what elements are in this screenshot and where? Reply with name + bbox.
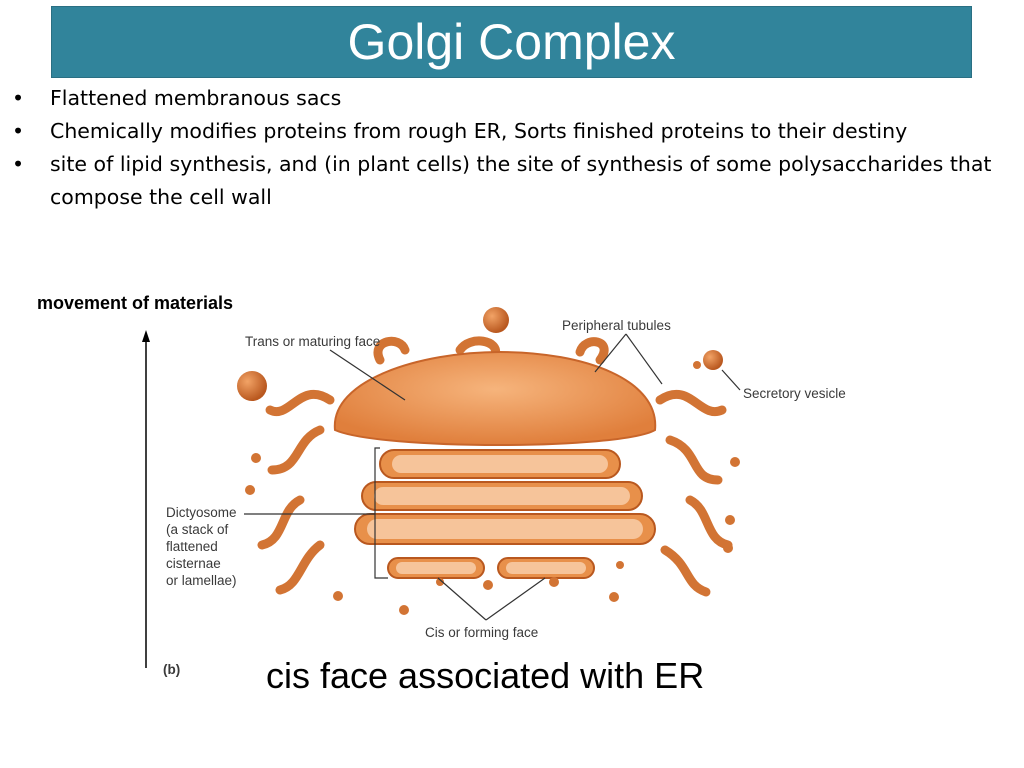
leader-lines — [244, 333, 741, 621]
movement-label: movement of materials — [37, 293, 234, 313]
vesicles — [237, 307, 740, 615]
cis-face-label: Cis or forming face — [425, 625, 538, 640]
dictyosome-label-line: Dictyosome — [166, 505, 237, 520]
dictyosome-label-line: flattened — [166, 539, 218, 554]
bullet-dot-icon: • — [12, 152, 25, 176]
bullet-item: • site of lipid synthesis, and (in plant … — [12, 148, 1017, 214]
slide-title: Golgi Complex — [347, 14, 676, 70]
bullet-text: Flattened membranous sacs — [50, 86, 342, 110]
bullet-list: • Flattened membranous sacs • Chemically m… — [12, 82, 1017, 214]
bullet-text: site of lipid synthesis, and (in plant c… — [50, 152, 992, 209]
peripheral-tubules-label: Peripheral tubules — [562, 318, 671, 333]
bullet-dot-icon: • — [12, 86, 25, 110]
bullet-dot-icon: • — [12, 119, 25, 143]
panel-label: (b) — [163, 662, 180, 677]
caption: cis face associated with ER — [266, 655, 705, 696]
bullet-text: Chemically modifies proteins from rough … — [50, 119, 908, 143]
trans-cisterna — [333, 350, 657, 446]
dictyosome-label-line: cisternae — [166, 556, 221, 571]
cisternae-stack — [354, 449, 656, 579]
trans-face-label: Trans or maturing face — [245, 334, 380, 349]
bullet-item: • Chemically modifies proteins from rough… — [12, 115, 1017, 148]
movement-arrow — [142, 330, 150, 668]
secretory-vesicle-label: Secretory vesicle — [743, 386, 846, 401]
dictyosome-label-line: (a stack of — [166, 522, 229, 537]
bullet-item: • Flattened membranous sacs — [12, 82, 1017, 115]
title-bar: Golgi Complex — [51, 6, 972, 78]
dictyosome-label-line: or lamellae) — [166, 573, 237, 588]
